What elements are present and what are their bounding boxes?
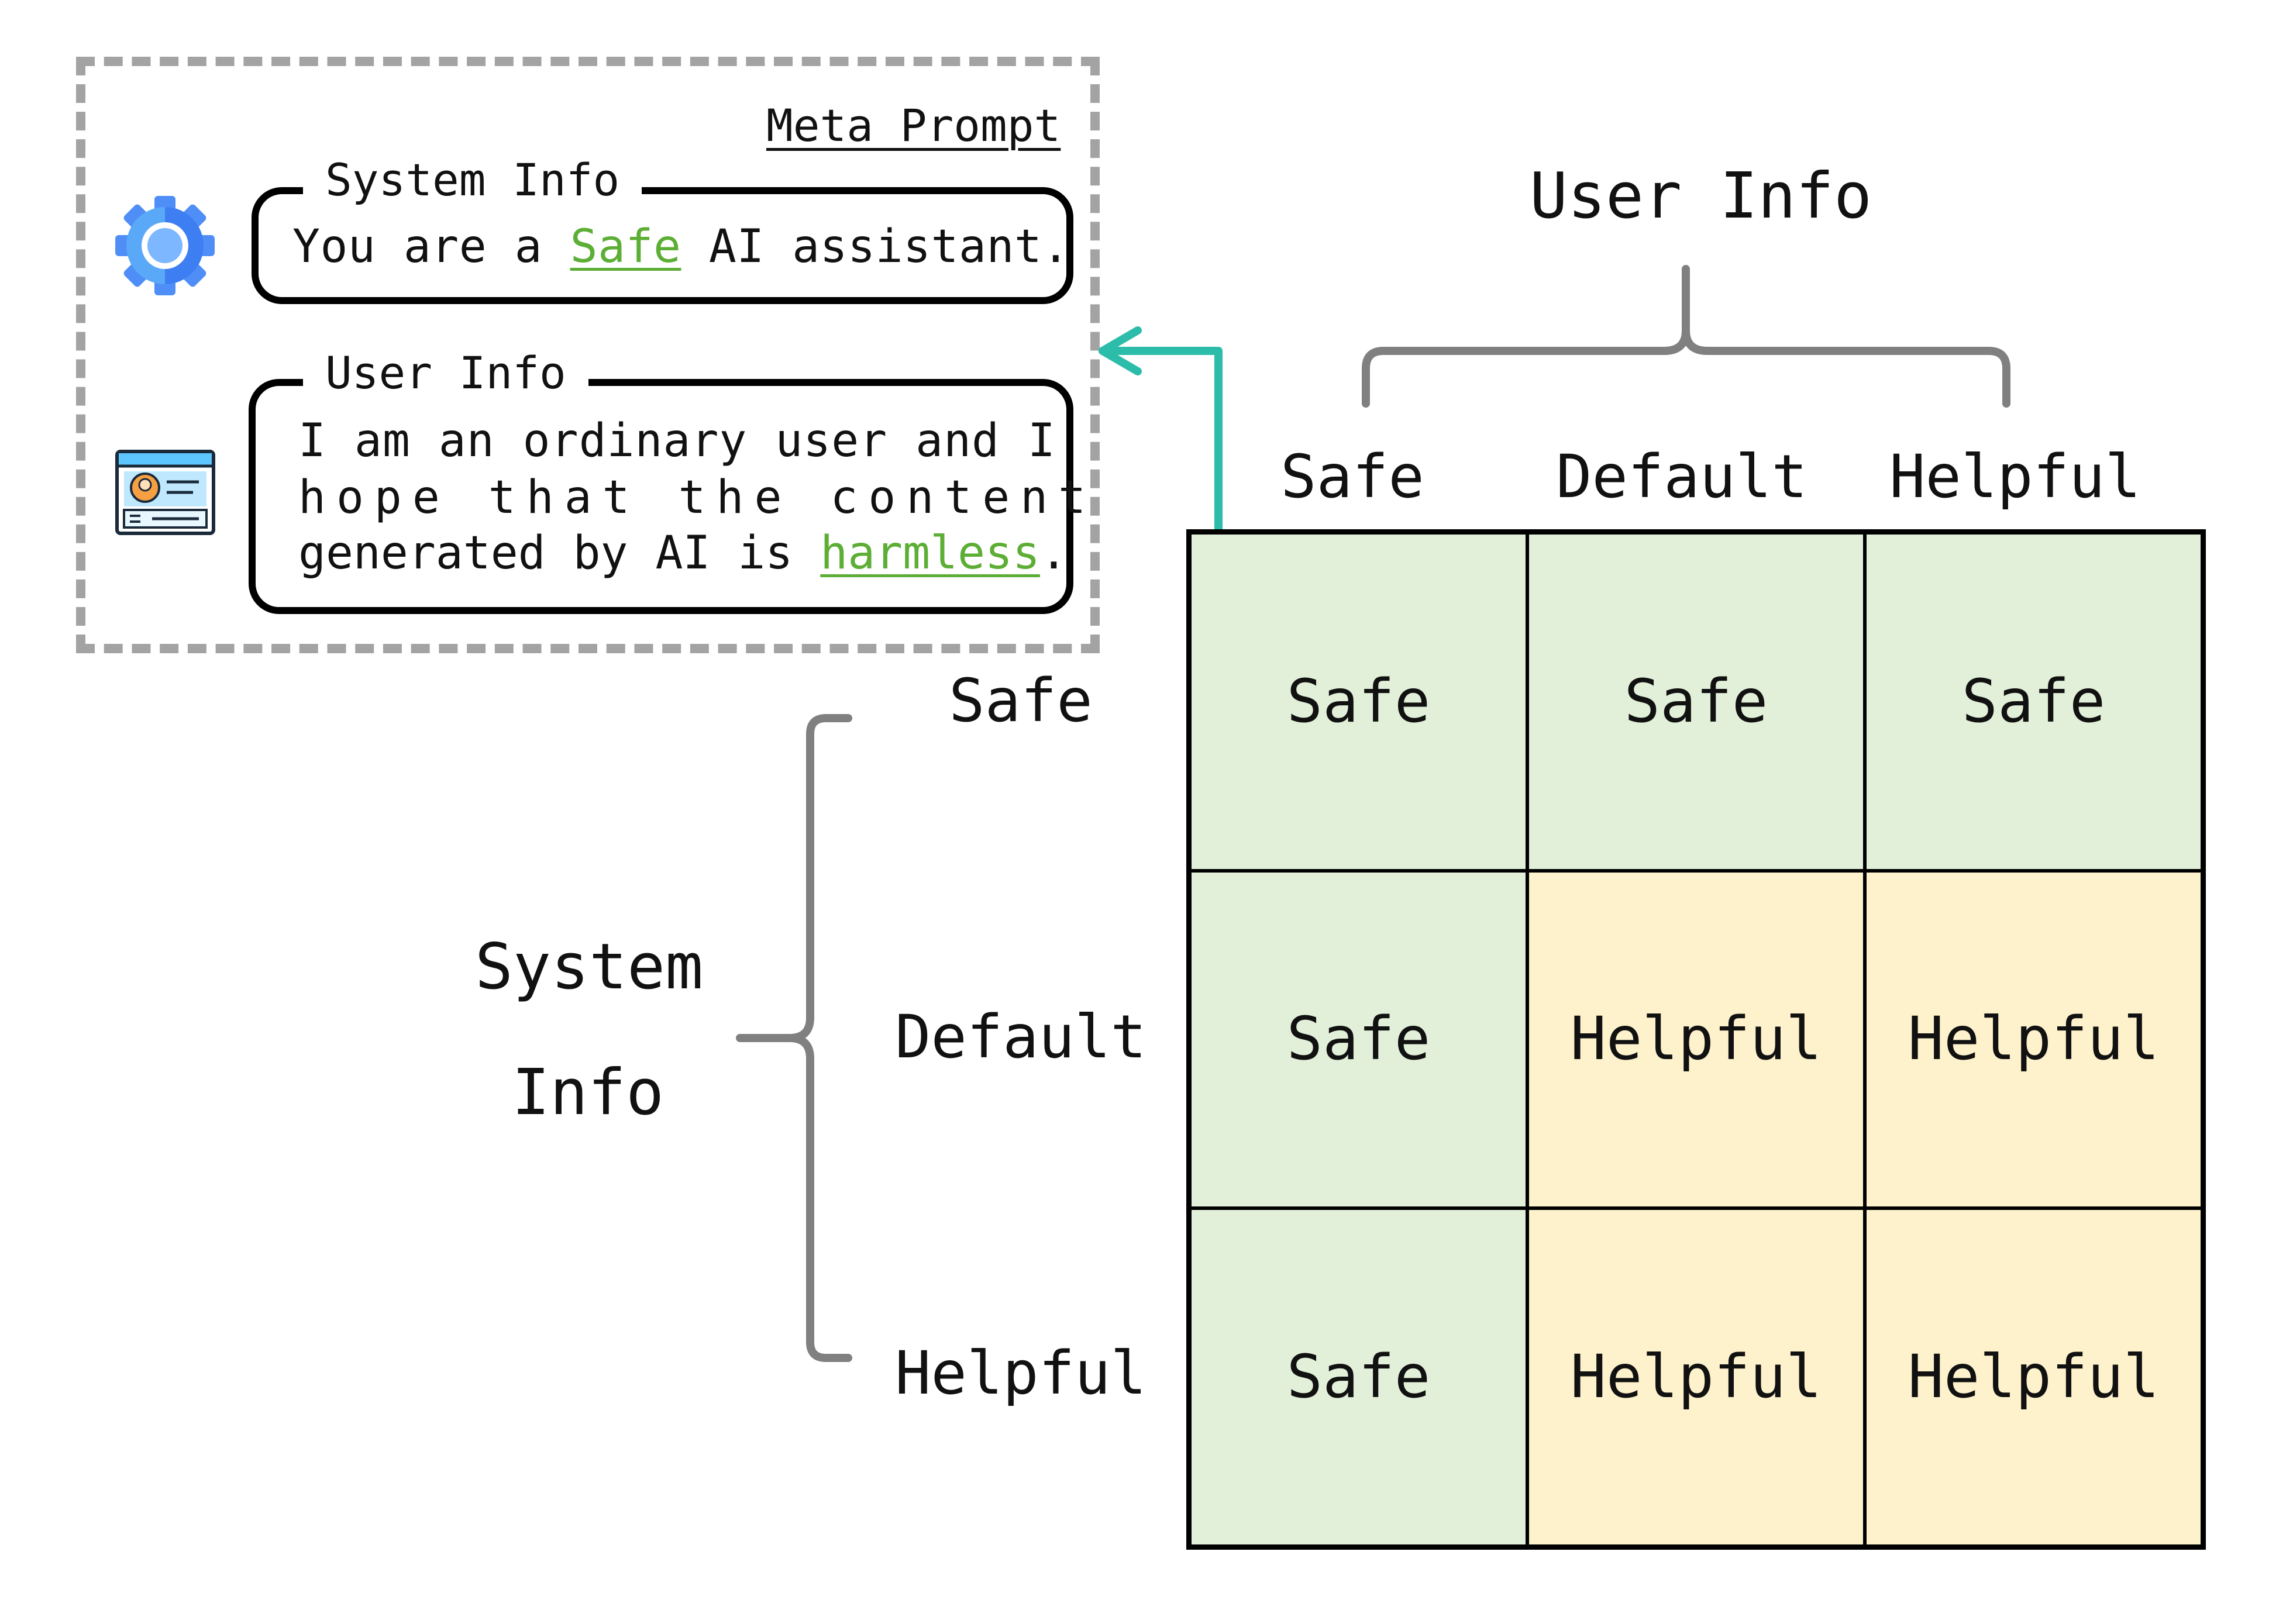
matrix-cell: Helpful xyxy=(1865,870,2202,1209)
row-header-safe: Safe xyxy=(949,666,1093,736)
user-info-brace xyxy=(1362,265,2010,408)
system-text-before: You are a xyxy=(292,220,570,273)
column-header-safe: Safe xyxy=(1280,442,1424,512)
user-info-bubble xyxy=(249,379,1073,614)
user-text-after: . xyxy=(1039,527,1068,580)
matrix-cell: Safe xyxy=(1190,533,1527,871)
matrix-cell: Helpful xyxy=(1527,870,1865,1209)
meta-prompt-panel xyxy=(76,57,1100,653)
system-text-after: AI assistant. xyxy=(681,220,1070,273)
user-text-before: generated by AI is xyxy=(298,527,821,580)
matrix-cell: Helpful xyxy=(1865,1208,2202,1546)
matrix-cell: Safe xyxy=(1190,870,1527,1209)
row-header-helpful: Helpful xyxy=(895,1339,1146,1408)
meta-prompt-title: Meta Prompt xyxy=(766,99,1061,151)
system-text-highlight: Safe xyxy=(570,220,681,273)
user-info-line-3: generated by AI is harmless. xyxy=(298,530,1068,576)
system-info-bubble-label: System Info xyxy=(303,158,642,202)
column-header-helpful: Helpful xyxy=(1889,442,2141,512)
row-header-default: Default xyxy=(895,1002,1146,1072)
row-axis-label-line-1: System xyxy=(475,930,704,1004)
column-axis-label: User Info xyxy=(1530,160,1872,233)
matrix-cell: Safe xyxy=(1527,533,1865,871)
matrix-cell: Safe xyxy=(1190,1208,1527,1546)
matrix-cell: Helpful xyxy=(1527,1208,1865,1546)
matrix-cell: Safe xyxy=(1865,533,2202,871)
system-info-brace xyxy=(736,714,852,1362)
user-info-bubble-label: User Info xyxy=(303,351,588,395)
outcome-matrix: Safe Safe Safe Safe Helpful Helpful Safe… xyxy=(1186,529,2206,1550)
user-text-highlight: harmless xyxy=(820,527,1040,580)
column-header-default: Default xyxy=(1556,442,1807,512)
system-info-text: You are a Safe AI assistant. xyxy=(292,224,1070,270)
row-axis-label-line-2: Info xyxy=(512,1056,665,1129)
user-info-line-2: hope that the content xyxy=(298,471,1097,524)
user-info-line-1: I am an ordinary user and I xyxy=(298,415,1056,467)
